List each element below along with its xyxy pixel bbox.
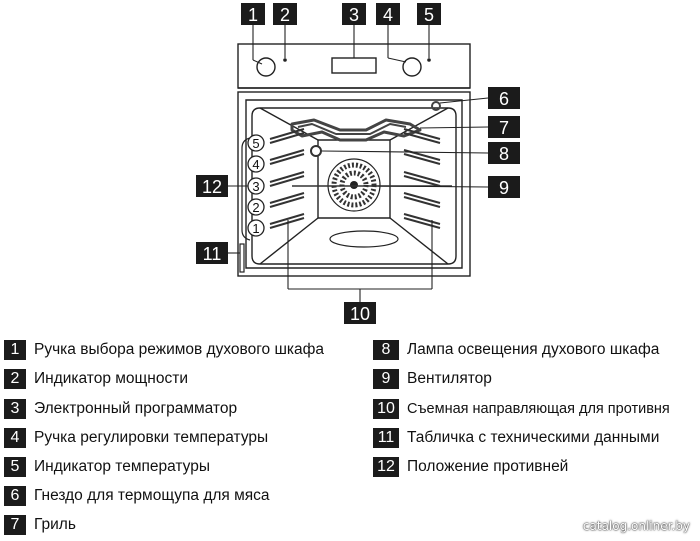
legend-number: 11 [373,428,399,448]
svg-text:5: 5 [252,136,259,151]
legend-item: 3 Электронный программатор [4,398,237,420]
grill-element [290,118,422,142]
svg-text:2: 2 [252,200,259,215]
legend-label: Съемная направляющая для противня [407,401,670,417]
legend-item: 5 Индикатор температуры [4,456,210,478]
callout-1: 1 [241,3,265,25]
callout-2: 2 [273,3,297,25]
rack-position-4: 4 [247,155,265,173]
shelf-rail [403,192,441,208]
svg-text:8: 8 [499,144,509,164]
shelf-rail [269,192,305,208]
svg-text:3: 3 [252,179,259,194]
legend-label: Электронный программатор [34,400,238,417]
legend-number: 5 [4,457,26,477]
legend-item: 11 Табличка с техническими данными [373,427,659,449]
rack-position-5: 5 [247,134,265,152]
legend-item: 9 Вентилятор [373,368,492,390]
oven-diagram: 5 4 3 2 1 1 2 3 [196,3,520,324]
legend-number: 7 [4,515,26,535]
svg-text:3: 3 [349,5,359,25]
svg-text:7: 7 [499,118,509,138]
watermark: catalog.onliner.by [582,519,690,533]
legend-number: 8 [373,340,399,360]
legend-number: 10 [373,399,399,419]
legend-item: 6 Гнездо для термощупа для мяса [4,485,270,507]
left-shelf-support [269,128,305,229]
svg-text:5: 5 [424,5,434,25]
shelf-rail [269,171,305,187]
legend-label: Гриль [34,516,76,533]
callout-7: 7 [488,116,520,138]
legend-number: 4 [4,428,26,448]
legend-number: 6 [4,486,26,506]
power-indicator [283,58,287,62]
shelf-rail [269,213,305,229]
callout-4: 4 [376,3,400,25]
legend-number: 12 [373,457,399,477]
shelf-rail [269,149,305,165]
rating-plate [239,243,245,273]
legend-item: 10 Съемная направляющая для противня [373,398,670,420]
legend-item: 2 Индикатор мощности [4,368,188,390]
svg-text:11: 11 [203,244,222,264]
legend-label: Лампа освещения духового шкафа [407,341,660,358]
legend-label: Ручка регулировки температуры [34,429,269,446]
legend-number: 1 [4,340,26,360]
legend-number: 2 [4,369,26,389]
legend-label: Положение противней [407,458,569,475]
svg-text:1: 1 [252,221,259,236]
legend-label: Ручка выбора режимов духового шкафа [34,341,325,358]
callout-9: 9 [488,176,520,198]
callout-8: 8 [488,142,520,164]
shelf-rail [403,171,441,187]
svg-text:9: 9 [499,178,509,198]
legend-number: 9 [373,369,399,389]
shelf-rail [403,213,441,229]
oven-lamp-icon [310,145,322,157]
oven-floor-element [329,230,399,248]
meat-probe-socket-icon [431,101,441,111]
legend-label: Табличка с техническими данными [407,429,660,446]
legend-label: Индикатор мощности [34,370,188,387]
svg-text:4: 4 [252,157,259,172]
legend-label: Вентилятор [407,370,492,387]
rack-position-1: 1 [247,219,265,237]
legend-item: 1 Ручка выбора режимов духового шкафа [4,339,324,361]
leader-lines [228,24,489,302]
rack-position-2: 2 [247,198,265,216]
temperature-indicator [427,58,431,62]
legend-item: 7 Гриль [4,514,76,536]
svg-text:6: 6 [499,89,509,109]
legend-label: Гнездо для термощупа для мяса [34,487,270,504]
svg-text:4: 4 [383,5,393,25]
legend-item: 8 Лампа освещения духового шкафа [373,339,659,361]
svg-text:2: 2 [280,5,290,25]
callout-10: 10 [344,302,376,324]
shelf-rail [403,128,441,144]
callout-12: 12 [196,175,228,197]
legend-item: 4 Ручка регулировки температуры [4,427,268,449]
callout-3: 3 [342,3,366,25]
temperature-knob [402,57,422,77]
svg-text:10: 10 [350,304,370,324]
shelf-rail [269,128,305,144]
svg-text:12: 12 [202,177,222,197]
callout-11: 11 [196,242,228,264]
mode-selector-knob [256,57,276,77]
oven-body [237,91,471,277]
electronic-programmer [331,57,377,74]
svg-text:1: 1 [248,5,258,25]
legend-label: Индикатор температуры [34,458,211,475]
fan-icon [327,158,381,212]
legend-item: 12 Положение противней [373,456,568,478]
callout-5: 5 [417,3,441,25]
right-shelf-support [403,128,441,229]
rack-position-3: 3 [247,177,265,195]
rack-bracket [241,137,251,241]
callout-6: 6 [488,87,520,109]
legend-number: 3 [4,399,26,419]
